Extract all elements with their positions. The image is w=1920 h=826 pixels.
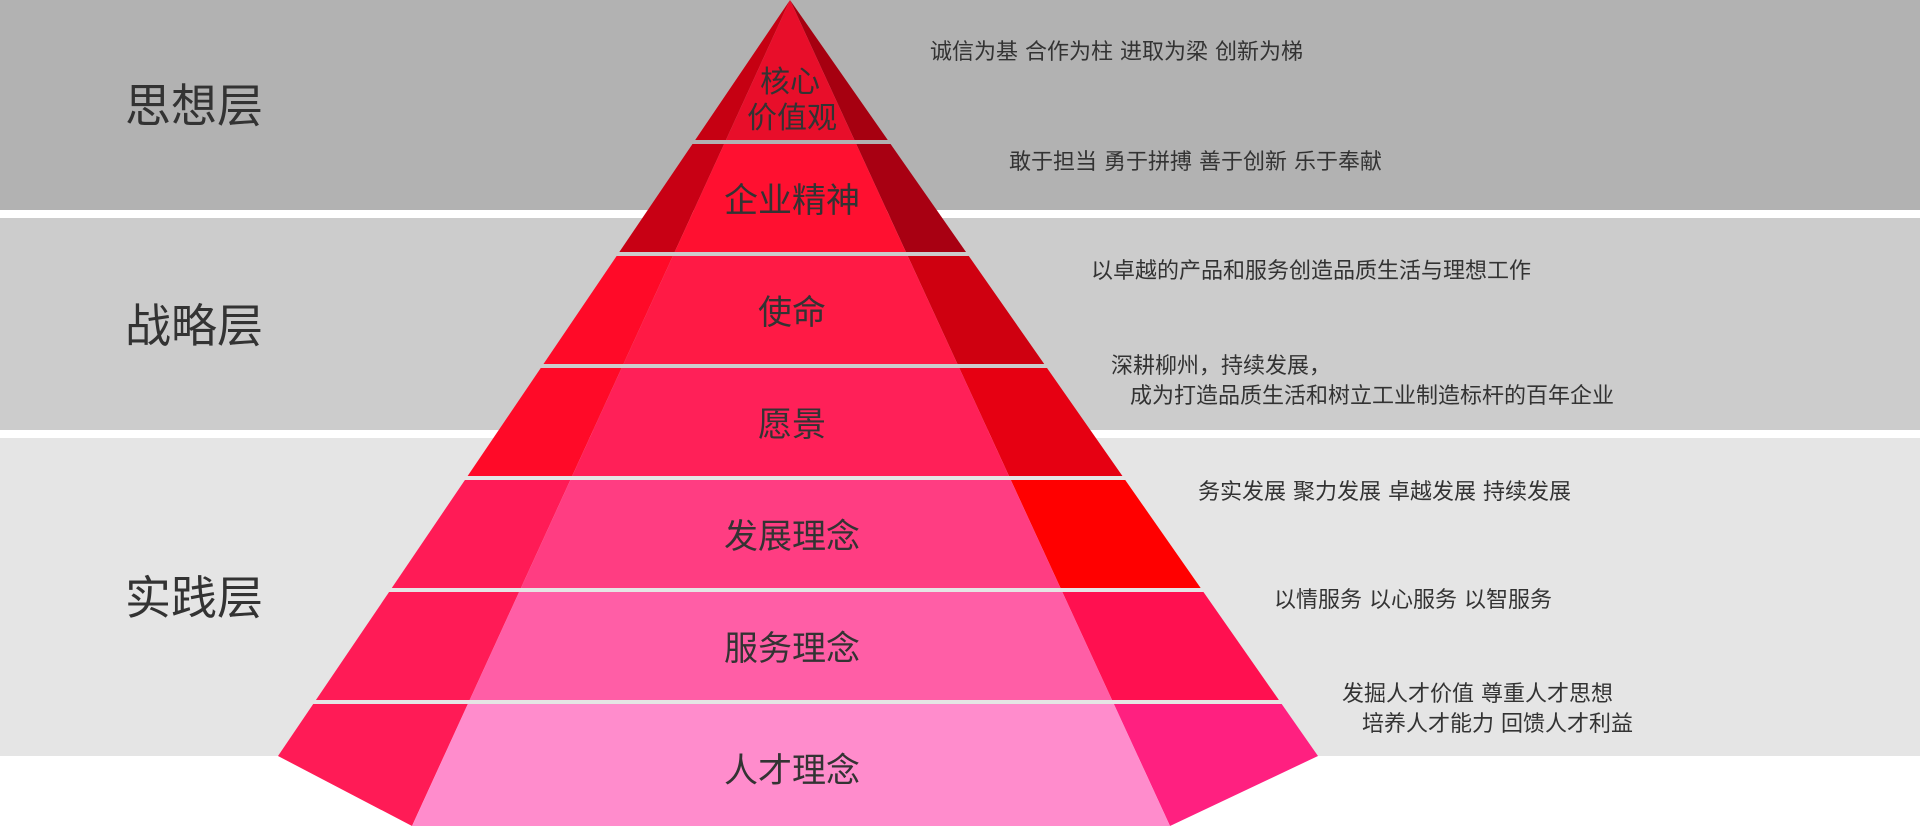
- pyramid-left-face: [315, 592, 520, 700]
- desc-talent-line2: 培养人才能力 回馈人才利益: [1362, 712, 1633, 737]
- pyramid-front-face: [623, 256, 958, 364]
- pyramid-left-face: [543, 256, 673, 364]
- pyramid-left-face: [391, 480, 571, 588]
- level-descriptions: 诚信为基 合作为柱 进取为梁 创新为梯 敢于担当 勇于拼搏 善于创新 乐于奉献 …: [930, 40, 1633, 737]
- pyramid-left-face: [619, 144, 725, 252]
- pyramid-right-face: [907, 256, 1045, 364]
- pyramid-right-face: [856, 144, 966, 252]
- layer-label-thought: 思想层: [125, 79, 263, 133]
- level-name-talent: 人才理念: [724, 751, 860, 791]
- desc-development: 务实发展 聚力发展 卓越发展 持续发展: [1198, 480, 1571, 505]
- desc-service: 以情服务 以心服务 以智服务: [1274, 588, 1552, 613]
- desc-mission: 以卓越的产品和服务创造品质生活与理想工作: [1091, 259, 1531, 284]
- pyramid-front-face: [674, 144, 906, 252]
- pyramid-right-face: [1113, 704, 1318, 826]
- pyramid-left-face: [695, 0, 790, 140]
- pyramid: [278, 0, 1318, 826]
- pyramid-right-face: [1010, 480, 1201, 588]
- description-strip: [780, 0, 1920, 102]
- pyramid-front-face: [572, 368, 1009, 476]
- pyramid-right-face: [1062, 592, 1279, 700]
- level-names: 核心 价值观 企业精神 使命 愿景 发展理念 服务理念 人才理念: [724, 65, 860, 791]
- desc-vision-line2: 成为打造品质生活和树立工业制造标杆的百年企业: [1130, 384, 1614, 409]
- pyramid-left-face: [467, 368, 622, 476]
- level-name-spirit: 企业精神: [724, 181, 860, 221]
- pyramid-front-face: [412, 704, 1170, 826]
- level-name-core-values-line1: 核心: [760, 65, 820, 100]
- desc-spirit: 敢于担当 勇于拼搏 善于创新 乐于奉献: [1009, 150, 1382, 175]
- layer-label-strategy: 战略层: [125, 299, 263, 353]
- desc-core-values: 诚信为基 合作为柱 进取为梁 创新为梯: [930, 40, 1303, 65]
- level-name-vision: 愿景: [758, 405, 826, 445]
- pyramid-left-face: [278, 704, 468, 826]
- pyramid-front-face: [725, 0, 855, 140]
- layer-label-practice: 实践层: [125, 571, 263, 625]
- level-name-mission: 使命: [758, 293, 826, 333]
- level-name-service: 服务理念: [724, 629, 860, 669]
- description-strip: [780, 110, 1920, 210]
- pyramid-front-face: [520, 480, 1061, 588]
- level-name-development: 发展理念: [724, 517, 860, 557]
- level-name-core-values-line2: 价值观: [747, 101, 837, 136]
- desc-talent-line1: 发掘人才价值 尊重人才思想: [1342, 682, 1613, 707]
- pyramid-right-face: [790, 0, 888, 140]
- pyramid-front-face: [469, 592, 1113, 700]
- pyramid-right-face: [959, 368, 1123, 476]
- desc-vision-line1: 深耕柳州，持续发展，: [1111, 354, 1331, 379]
